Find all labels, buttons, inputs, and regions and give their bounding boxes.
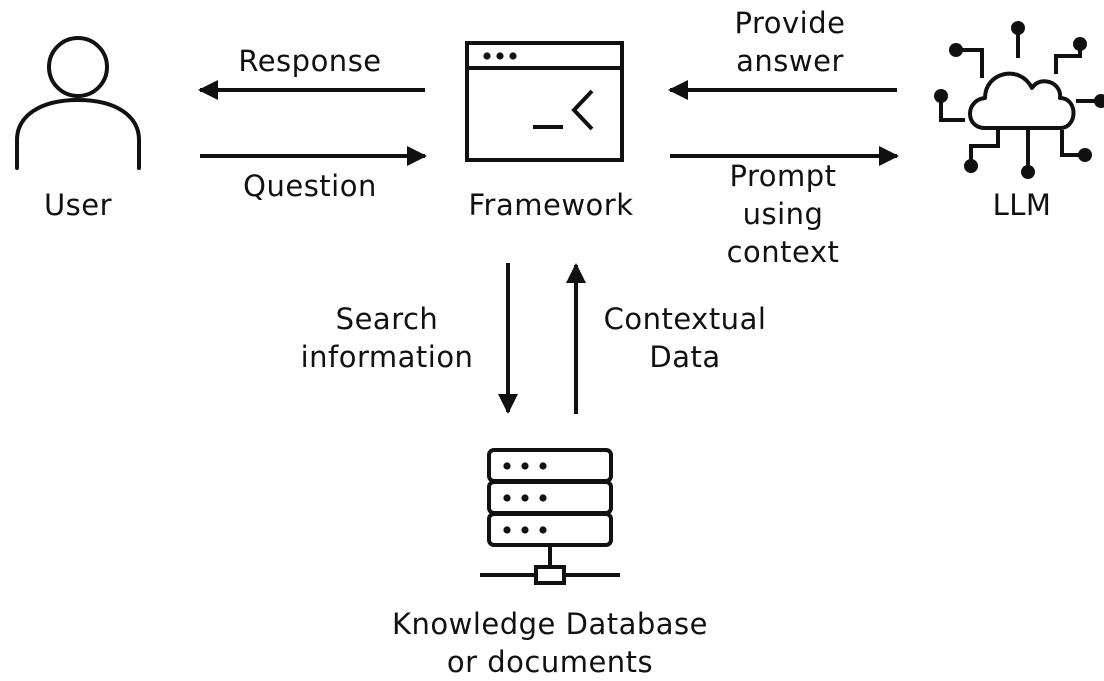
knowledge-base-label: Knowledge Database or documents xyxy=(360,605,740,681)
prompt-label-line1: Prompt xyxy=(729,159,837,193)
contextual-data-label-line2: Data xyxy=(649,340,721,374)
knowledge-base-label-line1: Knowledge Database xyxy=(391,607,708,641)
contextual-data-label: Contextual Data xyxy=(588,300,782,376)
provide-answer-label-line1: Provide xyxy=(734,6,846,40)
response-label: Response xyxy=(238,44,382,78)
prompt-label-line3: context xyxy=(726,235,840,269)
question-label: Question xyxy=(243,169,377,203)
prompt-label-line2: using xyxy=(742,197,824,231)
framework-label: Framework xyxy=(468,188,634,222)
contextual-data-label-line1: Contextual xyxy=(603,302,767,336)
cloud-network-icon xyxy=(934,21,1104,179)
llm-label: LLM xyxy=(992,188,1052,222)
search-label: Search information xyxy=(282,300,492,376)
search-label-line1: Search xyxy=(335,302,439,336)
knowledge-base-label-line2: or documents xyxy=(446,645,654,679)
user-icon xyxy=(15,36,141,170)
user-label: User xyxy=(43,188,113,222)
search-label-line2: information xyxy=(300,340,474,374)
server-database-icon xyxy=(480,448,620,585)
prompt-label: Prompt using context xyxy=(683,157,883,271)
provide-answer-label: Provide answer xyxy=(690,4,890,80)
provide-answer-label-line2: answer xyxy=(736,44,844,78)
terminal-window-icon xyxy=(465,41,624,162)
